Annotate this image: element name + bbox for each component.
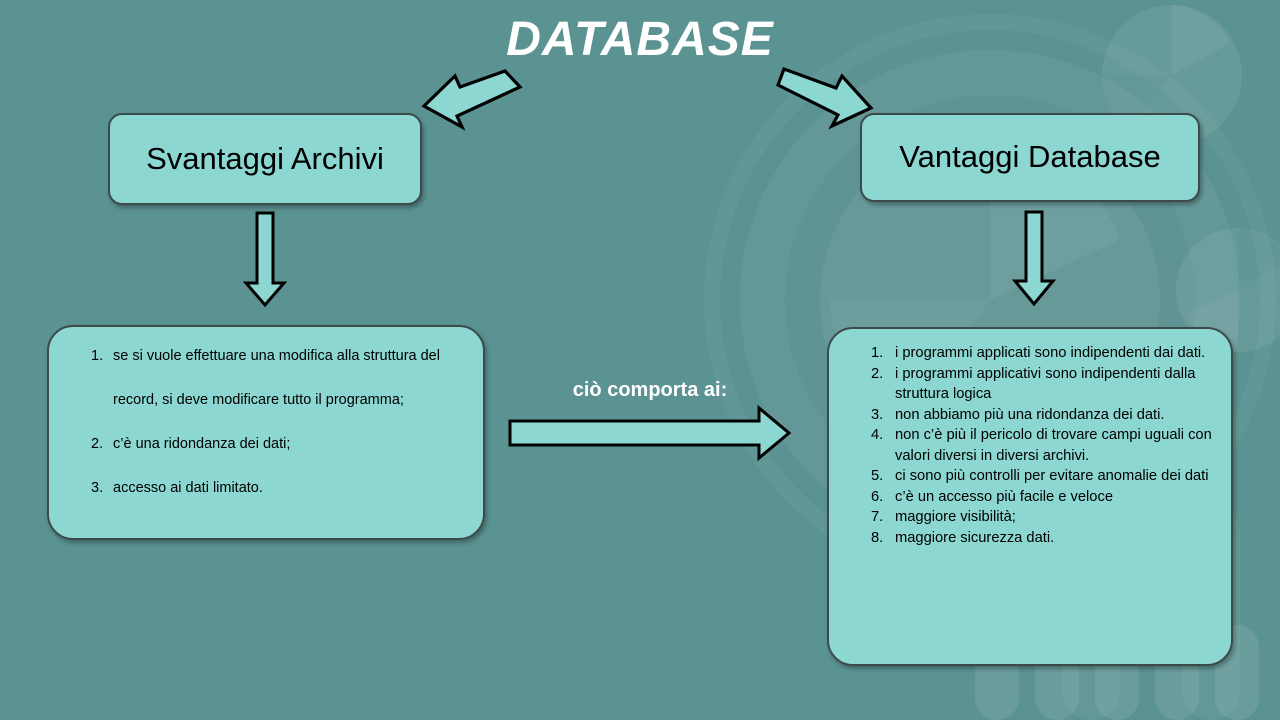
slide-title: DATABASE [506,13,774,66]
arrow-down-right-icon [1011,210,1057,307]
list-item-text: maggiore visibilità; [895,509,1016,525]
list-item-text: ci sono più controlli per evitare anomal… [895,468,1209,484]
list-item-text: non c’è più il pericolo di trovare campi… [895,427,1212,464]
list-item: 2. i programmi applicativi sono indipende… [841,364,1219,405]
list-right-items: 1. i programmi applicati sono indipendent… [829,329,1231,548]
header-box-left-label: Svantaggi Archivi [146,140,384,176]
list-item: 2. c’è una ridondanza dei dati; [63,422,469,466]
arrow-right-center-icon [508,404,792,462]
list-item: 3. accesso ai dati limitato. [63,466,469,510]
list-item-number: 3. [871,406,884,423]
list-item: 7. maggiore visibilità; [841,507,1219,528]
list-item-text: c’è un accesso più facile e veloce [895,488,1113,505]
list-item-number: 4. [871,427,884,443]
list-item-text: non abbiamo più una ridondanza dei dati. [895,406,1165,423]
list-item-number: 1. [871,345,884,361]
list-item-text: se si vuole effettuare una modifica alla… [113,348,440,408]
list-item: 6. c’è un accesso più facile e veloce [841,487,1219,508]
arrow-down-left-icon [242,211,288,308]
list-item-text: maggiore sicurezza dati. [895,529,1055,546]
arrow-diagonal-right-icon [775,66,874,130]
list-item: 1. se si vuole effettuare una modifica al… [63,334,469,422]
list-item-number: 8. [871,529,884,546]
header-box-right-label: Vantaggi Database [899,139,1161,175]
list-item-number: 1. [91,348,104,364]
list-item: 4. non c’è più il pericolo di trovare cam… [841,425,1219,466]
list-item: 5. ci sono più controlli per evitare anom… [841,466,1219,487]
list-box-vantaggi[interactable]: 1. i programmi applicati sono indipendent… [827,327,1233,666]
list-item: 8. maggiore sicurezza dati. [841,528,1219,549]
list-item-number: 5. [871,468,884,484]
list-item-text: c’è una ridondanza dei dati; [113,436,291,452]
list-item-text: accesso ai dati limitato. [113,480,263,496]
list-item-text: i programmi applicativi sono indipendent… [895,365,1196,403]
list-item-number: 2. [91,436,104,452]
list-item: 3. non abbiamo più una ridondanza dei dat… [841,405,1219,426]
list-box-svantaggi[interactable]: 1. se si vuole effettuare una modifica al… [47,325,485,540]
header-box-vantaggi-database[interactable]: Vantaggi Database [860,113,1200,202]
list-item: 1. i programmi applicati sono indipendent… [841,343,1219,364]
header-box-svantaggi-archivi[interactable]: Svantaggi Archivi [108,113,422,205]
list-item-number: 6. [871,488,884,505]
list-item-number: 7. [871,509,884,525]
center-connector-label: ciò comporta ai: [572,379,728,401]
list-item-text: i programmi applicati sono indipendenti … [895,345,1206,361]
list-left-items: 1. se si vuole effettuare una modifica al… [49,327,483,510]
list-item-number: 3. [91,480,104,496]
list-item-number: 2. [871,365,884,382]
arrow-diagonal-left-icon [421,69,523,131]
